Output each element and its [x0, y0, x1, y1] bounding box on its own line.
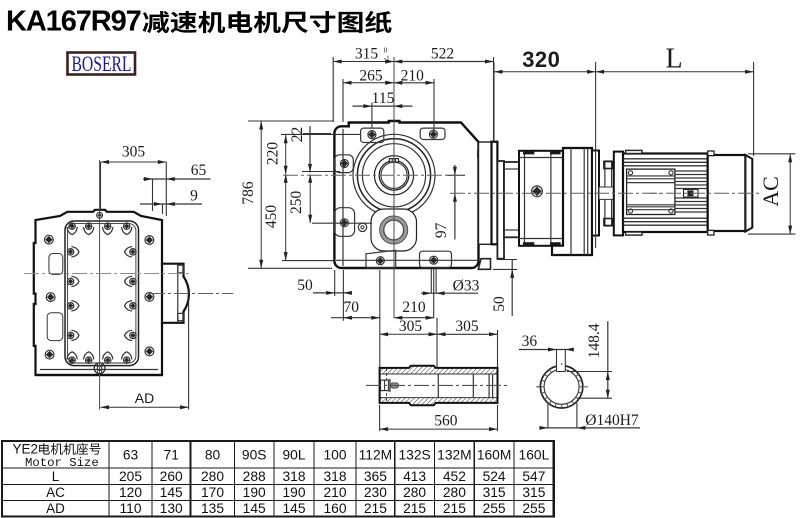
svg-text:320: 320 — [522, 47, 560, 72]
svg-text:AD: AD — [135, 390, 154, 406]
svg-text:205: 205 — [119, 469, 142, 484]
svg-text:280: 280 — [443, 485, 466, 500]
svg-text:215: 215 — [403, 501, 426, 516]
svg-text:305: 305 — [122, 144, 146, 161]
svg-text:160M: 160M — [477, 448, 512, 463]
svg-text:71: 71 — [164, 448, 179, 463]
svg-text:547: 547 — [522, 469, 545, 484]
svg-text:145: 145 — [160, 485, 183, 500]
svg-text:132S: 132S — [398, 448, 430, 463]
svg-text:190: 190 — [282, 485, 305, 500]
svg-text:210: 210 — [402, 299, 426, 316]
svg-text:97: 97 — [433, 222, 450, 238]
svg-text:AC: AC — [46, 485, 65, 500]
svg-text:50: 50 — [491, 296, 508, 312]
svg-text:22: 22 — [289, 127, 306, 143]
svg-text:130: 130 — [160, 501, 183, 516]
svg-text:305: 305 — [455, 318, 479, 335]
svg-text:315: 315 — [355, 45, 379, 62]
svg-text:50: 50 — [297, 277, 313, 294]
svg-text:315: 315 — [522, 485, 545, 500]
svg-text:AC: AC — [758, 176, 783, 207]
svg-text:-1: -1 — [384, 55, 390, 63]
svg-text:413: 413 — [403, 469, 426, 484]
svg-text:80: 80 — [205, 448, 221, 463]
svg-text:210: 210 — [323, 485, 346, 500]
svg-text:65: 65 — [191, 162, 207, 179]
svg-text:KA167R97: KA167R97 — [6, 6, 141, 38]
svg-text:110: 110 — [120, 501, 142, 516]
svg-text:315: 315 — [483, 485, 506, 500]
svg-text:265: 265 — [359, 67, 383, 84]
svg-text:318: 318 — [323, 469, 346, 484]
svg-text:280: 280 — [201, 469, 224, 484]
svg-text:Ø33: Ø33 — [453, 278, 480, 295]
svg-text:220: 220 — [265, 142, 282, 166]
svg-text:365: 365 — [364, 469, 387, 484]
svg-text:560: 560 — [434, 412, 458, 429]
svg-text:0: 0 — [384, 47, 388, 55]
svg-text:260: 260 — [160, 469, 183, 484]
svg-text:YE2: YE2 — [13, 442, 39, 457]
svg-text:145: 145 — [243, 501, 266, 516]
svg-text:250: 250 — [288, 191, 305, 215]
svg-text:148.4: 148.4 — [586, 323, 603, 358]
svg-text:280: 280 — [403, 485, 426, 500]
svg-text:100: 100 — [323, 448, 346, 463]
svg-text:318: 318 — [282, 469, 305, 484]
svg-text:AD: AD — [46, 501, 65, 516]
svg-text:450: 450 — [263, 205, 280, 229]
svg-text:786: 786 — [240, 181, 257, 205]
svg-text:Motor Size: Motor Size — [25, 456, 99, 470]
svg-text:145: 145 — [282, 501, 305, 516]
svg-text:452: 452 — [443, 469, 466, 484]
svg-text:9: 9 — [190, 188, 198, 205]
svg-text:160: 160 — [323, 501, 346, 516]
svg-text:120: 120 — [119, 485, 142, 500]
svg-text:190: 190 — [243, 485, 266, 500]
svg-text:255: 255 — [483, 501, 506, 516]
svg-text:215: 215 — [443, 501, 466, 516]
svg-text:522: 522 — [431, 45, 454, 62]
svg-text:255: 255 — [522, 501, 545, 516]
svg-text:Ø140H7: Ø140H7 — [585, 412, 639, 429]
svg-text:230: 230 — [364, 485, 387, 500]
svg-text:112M: 112M — [359, 448, 393, 463]
svg-text:132M: 132M — [437, 448, 472, 463]
svg-text:L: L — [52, 469, 60, 484]
svg-text:215: 215 — [364, 501, 387, 516]
svg-text:115: 115 — [372, 90, 395, 107]
svg-text:160L: 160L — [519, 448, 550, 463]
svg-text:524: 524 — [483, 469, 506, 484]
svg-text:BOSERL: BOSERL — [72, 51, 132, 76]
svg-text:305: 305 — [399, 318, 423, 335]
svg-text:135: 135 — [201, 501, 224, 516]
svg-text:90L: 90L — [282, 448, 305, 463]
svg-text:90S: 90S — [242, 448, 267, 463]
svg-text:L: L — [665, 44, 682, 75]
svg-text:36: 36 — [522, 333, 538, 350]
svg-text:63: 63 — [123, 448, 139, 463]
svg-text:170: 170 — [201, 485, 224, 500]
svg-text:210: 210 — [401, 67, 425, 84]
svg-text:70: 70 — [343, 299, 359, 316]
svg-text:288: 288 — [243, 469, 266, 484]
